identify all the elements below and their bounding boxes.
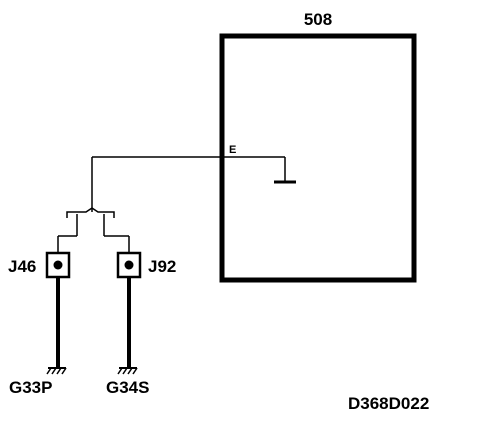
internal-ground-symbol — [224, 156, 296, 184]
pin-label: E — [229, 144, 236, 156]
connector-label-j46: J46 — [8, 257, 36, 276]
connector-j46 — [45, 251, 71, 279]
chassis-ground-icon — [117, 367, 138, 375]
chassis-ground-icon — [46, 367, 67, 375]
ground-label-g33p: G33P — [9, 378, 52, 397]
connector-j92 — [116, 251, 142, 279]
component-label: 508 — [304, 10, 332, 29]
branch-j46 — [57, 214, 78, 252]
branch-j92 — [103, 214, 130, 252]
ground-label-g34s: G34S — [106, 378, 149, 397]
component-box — [219, 33, 417, 283]
connector-label-j92: J92 — [148, 257, 176, 276]
splice-wire — [66, 156, 224, 218]
diagram-code: D368D022 — [348, 394, 429, 413]
